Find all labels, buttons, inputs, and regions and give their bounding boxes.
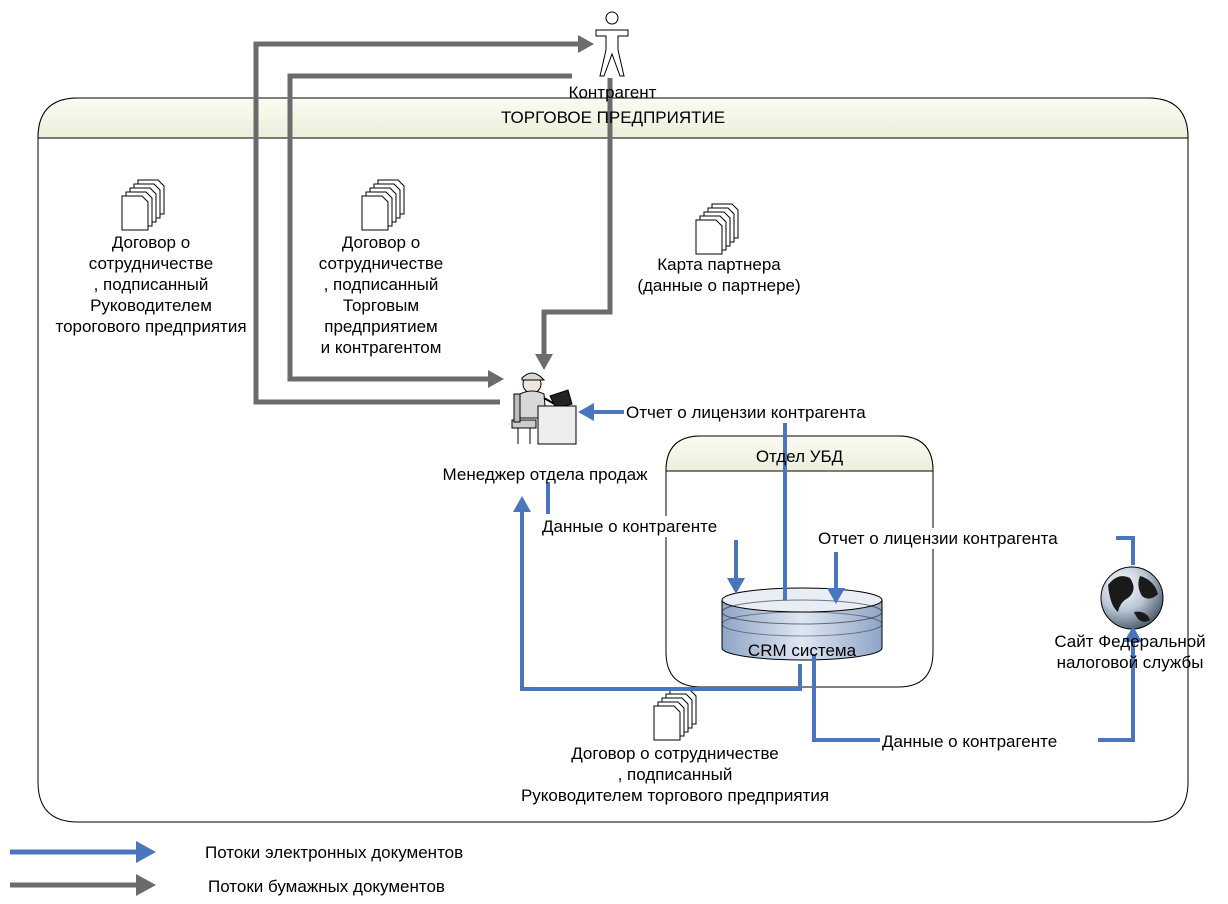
paper-flow-arrowheads [488, 35, 594, 388]
counterparty-label: Контрагент [568, 83, 657, 102]
contract-signed-both-label: Договор о сотрудничестве , подписанный Т… [318, 233, 444, 357]
tax-site-label: Сайт Федеральной налоговой службы [1054, 632, 1206, 672]
enterprise-title: ТОРГОВОЕ ПРЕДПРИЯТИЕ [500, 108, 726, 127]
legend-electronic-arrow-icon [10, 841, 156, 863]
legend-paper-label: Потоки бумажных документов [208, 877, 445, 896]
crm-label: CRM система [747, 641, 857, 660]
electronic-flow-arrows [520, 410, 1135, 742]
partner-card-label: Карта партнера (данные о партнере) [637, 255, 801, 295]
paper-flow-arrows [253, 41, 613, 405]
legend-electronic-label: Потоки электронных документов [205, 843, 464, 862]
legend-paper-arrow-icon [10, 874, 156, 896]
globe-icon [1100, 566, 1164, 630]
contract-bottom-label: Договор о сотрудничестве , подписанный Р… [520, 744, 830, 805]
manager-desk-icon [511, 372, 577, 445]
electronic-flow-arrowheads [513, 403, 1142, 642]
department-title: Отдел УБД [755, 447, 844, 466]
counterparty-data-manager-label: Данные о контрагенте [540, 516, 720, 537]
contract-signed-head-label: Договор о сотрудничестве , подписанный Р… [55, 233, 247, 336]
license-report-manager-label: Отчет о лицензии контрагента [624, 402, 868, 423]
enterprise-container [37, 97, 1189, 823]
counterparty-figure-icon [595, 11, 629, 77]
counterparty-data-tax-label: Данные о контрагенте [880, 731, 1060, 752]
manager-label: Менеджер отдела продаж [442, 465, 648, 484]
crm-database-icon [721, 587, 883, 661]
license-report-crm-label: Отчет о лицензии контрагента [816, 528, 1060, 549]
